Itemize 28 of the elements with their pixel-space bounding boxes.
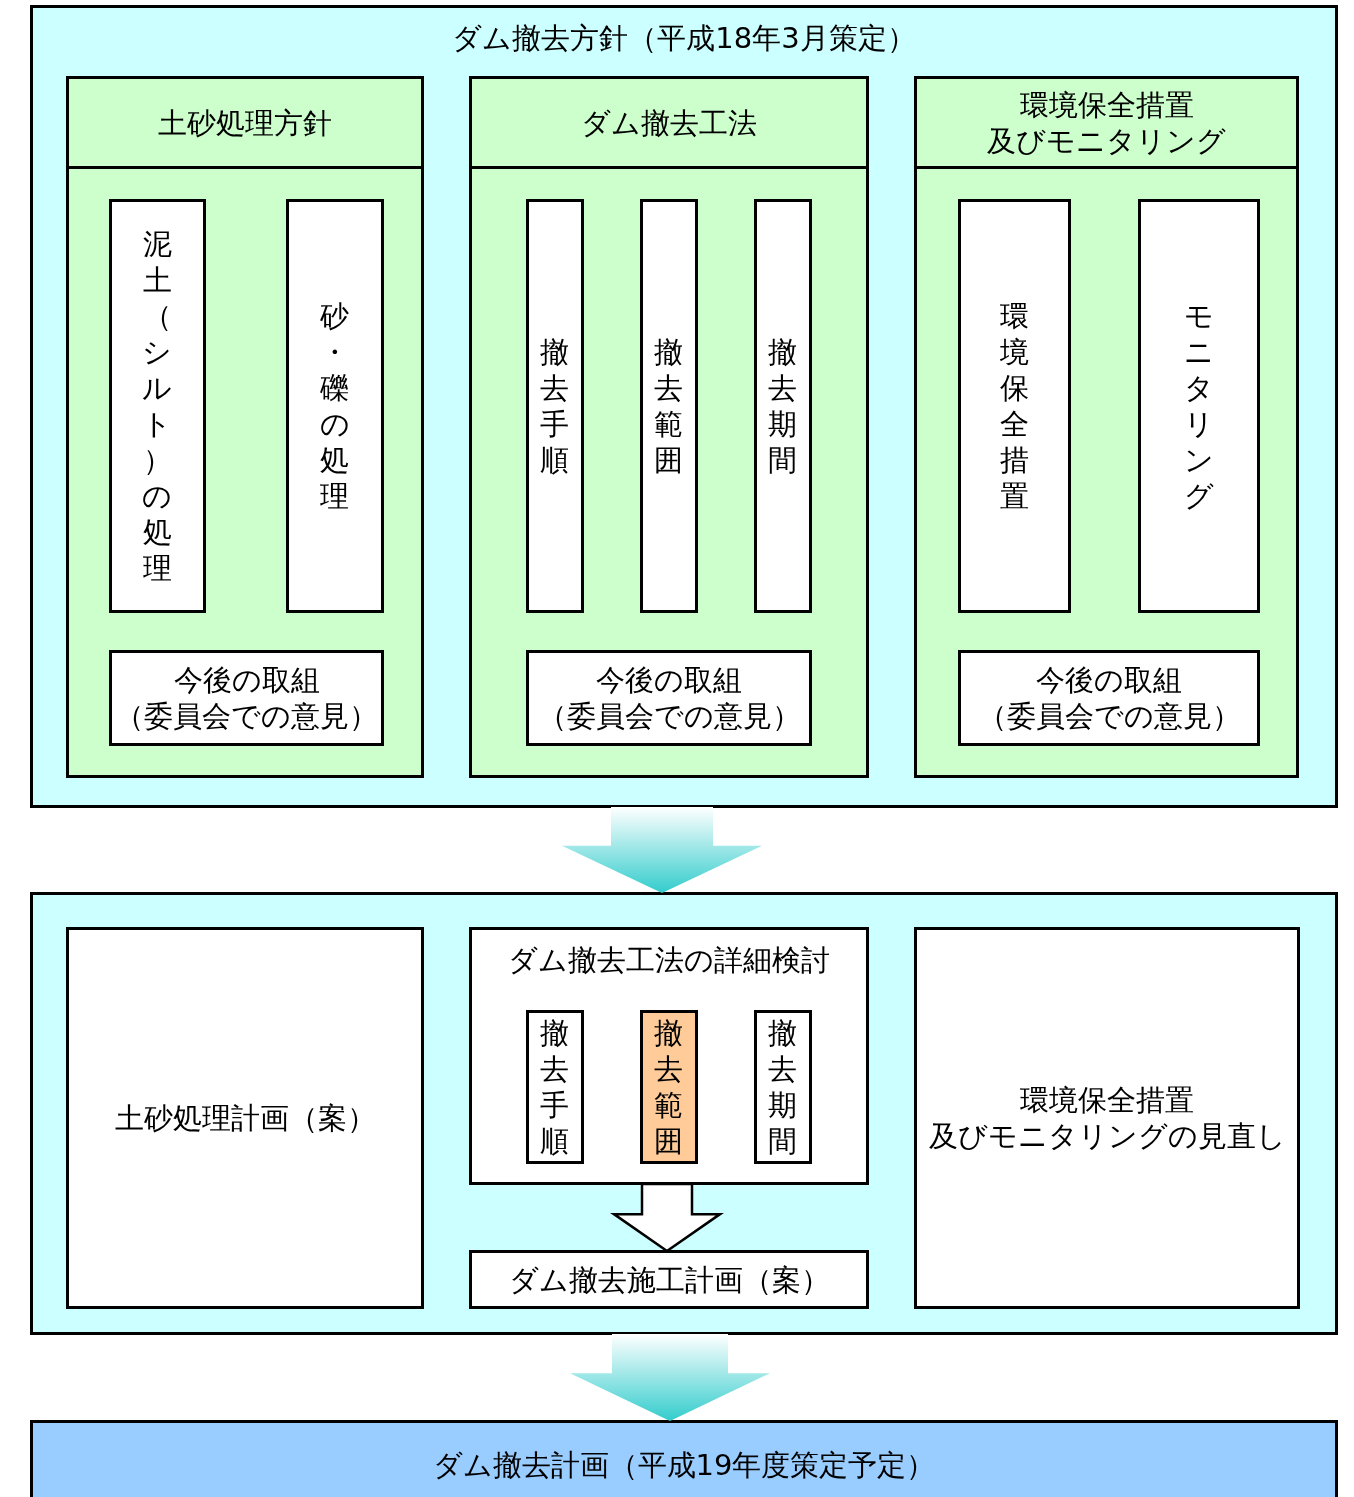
- text-box: ダム撤去施工計画（案）: [469, 1250, 869, 1309]
- item-box: 撤去範囲: [640, 199, 698, 613]
- item-box: 撤去期間: [754, 199, 812, 613]
- item-box: 泥土（シルト）の処理: [109, 199, 206, 613]
- panel: [30, 5, 1338, 808]
- block-arrow: [610, 1182, 724, 1253]
- text-box: 今後の取組 （委員会での意見）: [958, 650, 1260, 746]
- item-box: 撤去範囲: [640, 1010, 698, 1164]
- text-box: ダム撤去計画（平成19年度策定予定）: [30, 1420, 1338, 1497]
- item-box: 環境保全措置: [958, 199, 1071, 613]
- item-box: モニタリング: [1138, 199, 1260, 613]
- panel-title: ダム撤去方針（平成18年3月策定）: [452, 21, 916, 55]
- text-box: 今後の取組 （委員会での意見）: [526, 650, 812, 746]
- text-box: 土砂処理計画（案）: [66, 927, 424, 1309]
- panel-title: ダム撤去工法の詳細検討: [508, 943, 830, 977]
- panel: [30, 892, 1338, 1335]
- text-box: 環境保全措置 及びモニタリングの見直し: [914, 927, 1300, 1309]
- column-panel: [66, 76, 424, 778]
- text-box: 今後の取組 （委員会での意見）: [109, 650, 384, 746]
- group-box: [469, 927, 869, 1185]
- block-arrow: [570, 1334, 770, 1421]
- item-box: 砂・礫の処理: [286, 199, 384, 613]
- column-panel: [914, 76, 1299, 778]
- block-arrow: [562, 807, 762, 893]
- item-box: 撤去手順: [526, 199, 584, 613]
- column-panel: [469, 76, 869, 778]
- item-box: 撤去期間: [754, 1010, 812, 1164]
- item-box: 撤去手順: [526, 1010, 584, 1164]
